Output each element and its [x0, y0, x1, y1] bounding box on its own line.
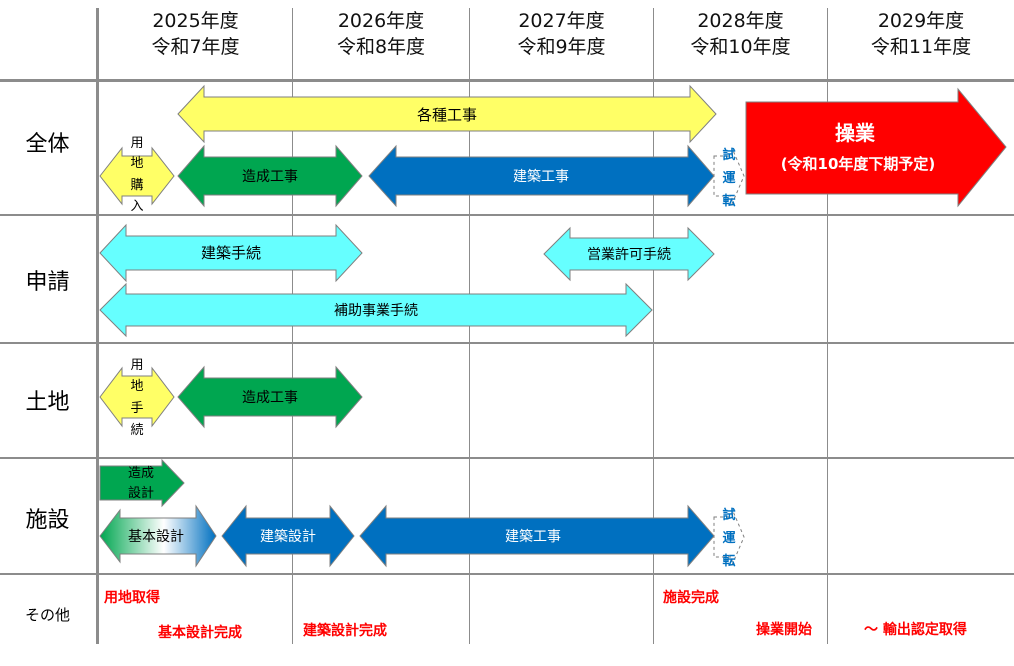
bar-architectural-design: 建築設計	[221, 504, 355, 568]
row-label-facility: 施設	[25, 508, 70, 533]
bar-label-char: 地	[130, 379, 143, 394]
year-header-2029: 2029年度 令和11年度	[828, 8, 1014, 60]
bar-business-permit: 営業許可手続	[543, 226, 715, 282]
grid-hline-4	[0, 573, 1014, 575]
bar-label-char: 地	[130, 156, 143, 171]
bar-building-construction-2: 建築工事	[359, 504, 715, 568]
arrow-shape	[99, 458, 185, 508]
trial-char: 運	[722, 531, 735, 546]
bar-label: 建築設計	[260, 529, 316, 545]
grid-vline-2028	[653, 8, 654, 644]
trial-char: 試	[722, 507, 735, 523]
trial-char: 転	[722, 553, 735, 569]
row-label-land: 土地	[25, 390, 70, 415]
double-arrow-shape	[99, 223, 363, 283]
arrow-shape	[745, 87, 1007, 208]
trial-char: 転	[722, 193, 735, 209]
year-label: 2026年度	[337, 10, 425, 32]
bar-basic-design: 基本設計	[99, 504, 217, 568]
grid-vline-2029	[827, 8, 828, 644]
milestone-facility-done: 施設完成	[663, 590, 719, 606]
trial-run-1: 試 運 転	[713, 147, 745, 209]
year-header-2025: 2025年度 令和7年度	[99, 8, 292, 60]
grid-vline-label	[96, 8, 99, 644]
bar-various-construction: 各種工事	[177, 84, 717, 144]
double-arrow-shape	[177, 84, 717, 144]
year-label: 2029年度	[877, 10, 965, 32]
trial-run-2: 試 運 転	[713, 507, 745, 569]
row-label-overall: 全体	[25, 132, 70, 157]
year-header-2026: 2026年度 令和8年度	[293, 8, 469, 60]
bar-subsidy-procedure: 補助事業手続	[99, 282, 653, 338]
bar-operation: 操業 (令和10年度下期予定)	[745, 87, 1007, 208]
milestone-arch-design-done: 建築設計完成	[303, 623, 387, 639]
double-arrow-shape	[543, 226, 715, 282]
bar-label-char: 手	[130, 401, 143, 416]
bar-site-prep-2: 造成工事	[177, 365, 363, 429]
double-arrow-shape	[99, 282, 653, 338]
bar-site-design: 造成 設計	[99, 458, 185, 508]
double-arrow-shape	[221, 504, 355, 568]
bar-label: 建築手続	[201, 244, 261, 262]
bar-label-line: 設計	[128, 485, 154, 501]
bar-label-char: 続	[130, 423, 143, 438]
bar-label-char: 入	[130, 199, 143, 214]
bar-label-char: 購	[130, 178, 143, 193]
year-label: 2028年度	[697, 10, 784, 32]
bar-building-procedure: 建築手続	[99, 223, 363, 283]
dashed-arrow-shape	[713, 147, 745, 205]
bar-label: 建築工事	[513, 169, 569, 185]
trial-char: 試	[722, 147, 735, 163]
grid-hline-header	[0, 79, 1014, 82]
era-label: 令和8年度	[336, 36, 426, 58]
bar-label: 建築工事	[505, 529, 561, 545]
era-label: 令和9年度	[517, 36, 606, 58]
grid-hline-2	[0, 342, 1014, 344]
milestone-land-acquired: 用地取得	[104, 590, 160, 606]
grid-hline-3	[0, 457, 1014, 459]
double-arrow-shape	[99, 504, 217, 568]
bar-label: 造成工事	[242, 169, 298, 185]
year-label: 2025年度	[152, 10, 239, 32]
bar-label-char: 用	[130, 358, 143, 373]
operation-title: 操業	[835, 121, 876, 145]
era-label: 令和10年度	[690, 36, 791, 58]
milestone-basic-design-done: 基本設計完成	[158, 625, 242, 641]
operation-subtitle: (令和10年度下期予定)	[781, 155, 936, 173]
bar-land-purchase: 用 地 購 入	[99, 136, 175, 214]
year-label: 2027年度	[518, 10, 605, 32]
bar-label: 各種工事	[417, 106, 477, 124]
bar-land-procedure: 用 地 手 続	[99, 358, 175, 438]
bar-label: 補助事業手続	[334, 302, 418, 319]
bar-site-prep-1: 造成工事	[177, 144, 363, 208]
era-label: 令和7年度	[151, 36, 240, 58]
row-label-application: 申請	[25, 270, 70, 295]
year-header-2028: 2028年度 令和10年度	[654, 8, 827, 60]
double-arrow-shape	[177, 365, 363, 429]
bar-label: 営業許可手続	[587, 246, 671, 263]
double-arrow-shape	[99, 146, 175, 206]
bar-label-char: 用	[130, 136, 143, 151]
year-header-2027: 2027年度 令和9年度	[470, 8, 653, 60]
dashed-arrow-shape	[713, 508, 745, 566]
bar-building-construction-1: 建築工事	[368, 144, 715, 208]
era-label: 令和11年度	[870, 36, 972, 58]
row-label-other: その他	[24, 606, 70, 624]
bar-label-line: 造成	[128, 466, 154, 481]
grid-hline-1	[0, 214, 1014, 216]
bar-label: 造成工事	[242, 390, 298, 406]
bar-label: 基本設計	[128, 528, 184, 545]
milestone-operation-start: 操業開始	[756, 622, 812, 638]
double-arrow-shape	[99, 366, 175, 428]
trial-char: 運	[722, 171, 735, 186]
milestone-export-cert: ～ 輸出認定取得	[864, 622, 967, 638]
double-arrow-shape	[177, 144, 363, 208]
